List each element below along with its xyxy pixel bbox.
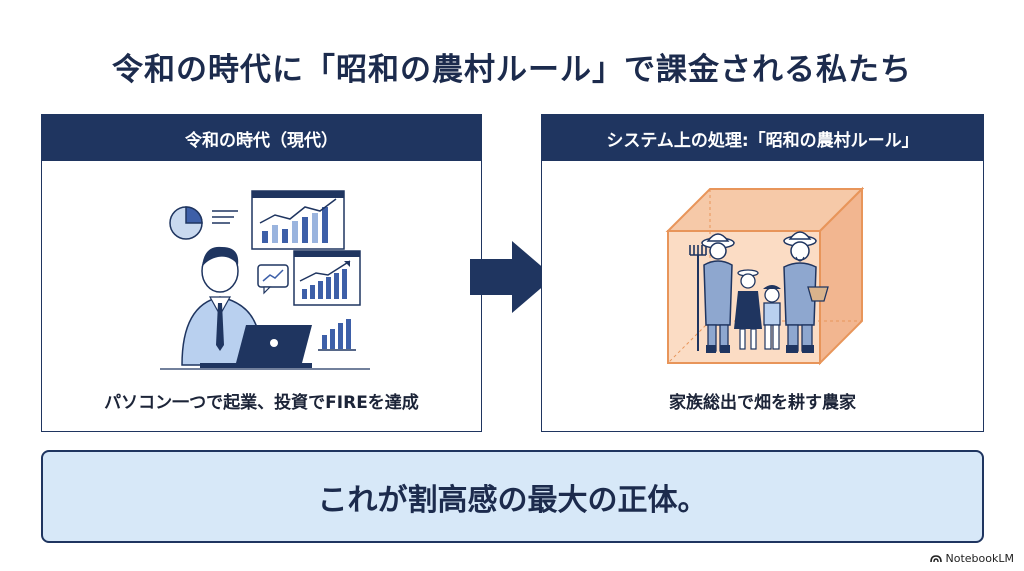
laptop-icon xyxy=(200,325,312,368)
right-arrow-icon xyxy=(470,241,554,313)
farmer-woman-figure xyxy=(701,233,735,353)
conclusion-banner: これが割高感の最大の正体。 xyxy=(41,450,984,543)
trend-bubble-icon xyxy=(257,264,289,295)
left-panel: 令和の時代（現代） xyxy=(41,114,482,432)
girl-figure xyxy=(734,269,762,350)
boy-figure xyxy=(763,285,781,350)
growth-chart-window-icon xyxy=(293,250,361,306)
pitchfork-icon xyxy=(689,245,707,351)
mini-bar-chart-icon xyxy=(318,319,356,351)
pie-chart-icon xyxy=(169,206,238,240)
farm-family-in-box-illustration xyxy=(665,186,864,366)
left-panel-header: 令和の時代（現代） xyxy=(42,115,481,161)
brand-label: NotebookLM xyxy=(945,552,1014,565)
farmer-man-figure xyxy=(783,231,829,353)
right-panel-header: システム上の処理:「昭和の農村ルール」 xyxy=(542,115,983,161)
left-panel-caption: パソコン一つで起業、投資でFIREを達成 xyxy=(104,393,419,413)
entrepreneur-illustration xyxy=(160,190,370,370)
bar-chart-window-icon xyxy=(251,190,345,250)
conclusion-text: これが割高感の最大の正体。 xyxy=(317,482,708,518)
notebooklm-logo-icon xyxy=(929,555,942,563)
right-panel-caption: 家族総出で畑を耕す農家 xyxy=(669,393,856,413)
page-title: 令和の時代に「昭和の農村ルール」で課金される私たち xyxy=(112,52,912,88)
right-panel: システム上の処理:「昭和の農村ルール」 xyxy=(541,114,984,432)
brand-watermark: NotebookLM xyxy=(929,552,1014,565)
